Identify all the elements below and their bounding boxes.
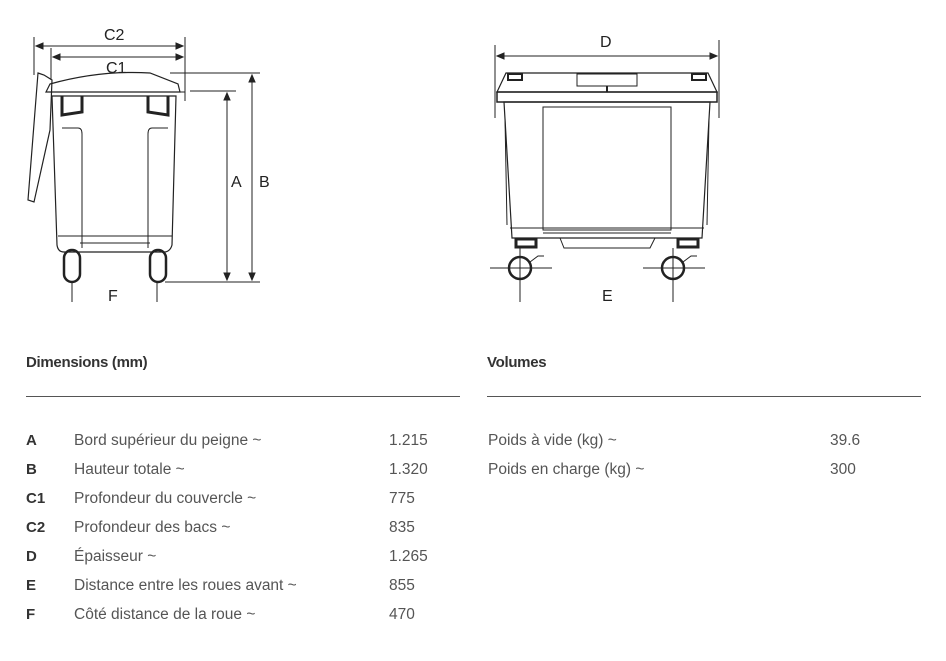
dimension-value: 1.265 (389, 548, 428, 565)
dimension-label: Côté distance de la roue ~ (74, 606, 256, 623)
volumes-heading: Volumes (487, 354, 547, 371)
dimension-value: 855 (389, 577, 415, 594)
dimension-value: 470 (389, 606, 415, 623)
dimension-key: A (26, 432, 37, 449)
side-view-drawing: C2 C1 A B F (27, 27, 270, 305)
dimension-label: Hauteur totale ~ (74, 461, 185, 478)
dimensions-divider (26, 396, 460, 397)
label-d: D (600, 34, 612, 51)
label-a: A (231, 174, 242, 191)
dimension-key: C1 (26, 490, 46, 507)
dimension-key: D (26, 548, 37, 565)
label-b: B (259, 174, 270, 191)
volume-label: Poids en charge (kg) ~ (488, 461, 645, 478)
volume-value: 39.6 (830, 432, 861, 449)
dimension-label: Distance entre les roues avant ~ (74, 577, 297, 594)
dimension-key: B (26, 461, 37, 478)
dimensions-heading: Dimensions (mm) (26, 354, 148, 371)
label-c2: C2 (104, 27, 125, 44)
dimension-key: C2 (26, 519, 46, 536)
dimension-label: Épaisseur ~ (74, 548, 157, 565)
volumes-divider (487, 396, 921, 397)
dimension-label: Profondeur du couvercle ~ (74, 490, 257, 507)
dimension-label: Bord supérieur du peigne ~ (74, 432, 262, 449)
volume-label: Poids à vide (kg) ~ (488, 432, 617, 449)
dimension-value: 775 (389, 490, 415, 507)
volume-value: 300 (830, 461, 856, 478)
dimension-value: 1.320 (389, 461, 428, 478)
label-e: E (602, 288, 613, 305)
label-f: F (108, 288, 118, 305)
dimension-key: F (26, 606, 36, 623)
dimension-value: 835 (389, 519, 415, 536)
label-c1: C1 (106, 60, 127, 77)
dimension-value: 1.215 (389, 432, 428, 449)
dimension-label: Profondeur des bacs ~ (74, 519, 231, 536)
dimension-key: E (26, 577, 37, 594)
